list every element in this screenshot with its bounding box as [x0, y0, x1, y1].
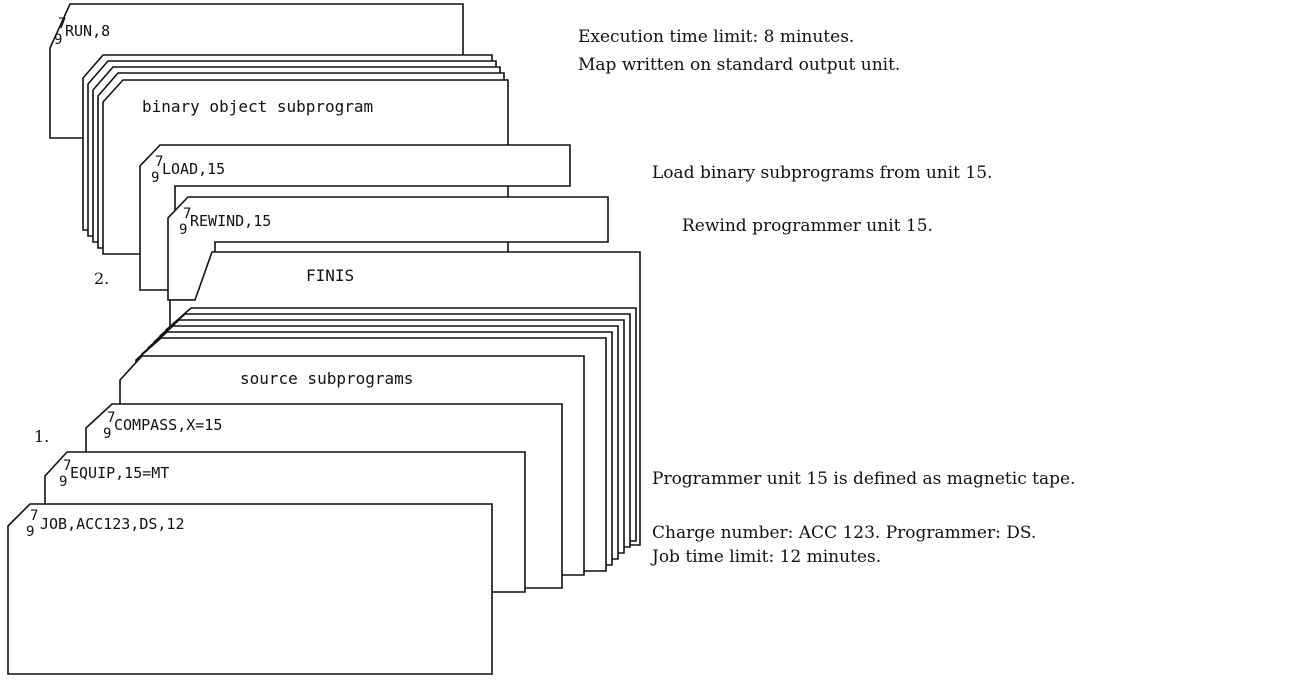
step-one-marker: 1. — [34, 427, 49, 446]
run-annotation-line2: Map written on standard output unit. — [578, 55, 900, 75]
equip-row7-digit: 7 — [63, 458, 71, 474]
rewind-row9-digit: 9 — [179, 222, 187, 238]
job-statement: JOB,ACC123,DS,12 — [40, 515, 185, 533]
rewind-annotation: Rewind programmer unit 15. — [682, 216, 933, 236]
rewind-statement: REWIND,15 — [190, 212, 271, 230]
job-annotation-line2: Job time limit: 12 minutes. — [650, 547, 881, 567]
equip-annotation: Programmer unit 15 is defined as magneti… — [652, 469, 1075, 489]
job-row7-digit: 7 — [30, 508, 38, 524]
finis-label: FINIS — [306, 266, 354, 285]
compass-row9-digit: 9 — [103, 426, 111, 442]
run-row9-digit: 9 — [54, 32, 62, 48]
job-row9-digit: 9 — [26, 524, 34, 540]
job-card — [7, 503, 493, 675]
source-subprograms-label: source subprograms — [240, 369, 413, 388]
binary-object-label: binary object subprogram — [142, 97, 373, 116]
run-annotation-line1: Execution time limit: 8 minutes. — [578, 27, 854, 47]
load-annotation: Load binary subprograms from unit 15. — [652, 163, 992, 183]
load-statement: LOAD,15 — [162, 160, 225, 178]
job-annotation-line1: Charge number: ACC 123. Programmer: DS. — [652, 523, 1036, 543]
compass-statement: COMPASS,X=15 — [114, 416, 222, 434]
step-two-marker: 2. — [94, 269, 109, 288]
load-row7-digit: 7 — [155, 154, 163, 170]
compass-row7-digit: 7 — [107, 410, 115, 426]
rewind-row7-digit: 7 — [183, 206, 191, 222]
equip-statement: EQUIP,15=MT — [70, 464, 169, 482]
equip-row9-digit: 9 — [59, 474, 67, 490]
run-row7-digit: 7 — [58, 16, 66, 32]
run-statement: RUN,8 — [65, 22, 110, 40]
load-row9-digit: 9 — [151, 170, 159, 186]
